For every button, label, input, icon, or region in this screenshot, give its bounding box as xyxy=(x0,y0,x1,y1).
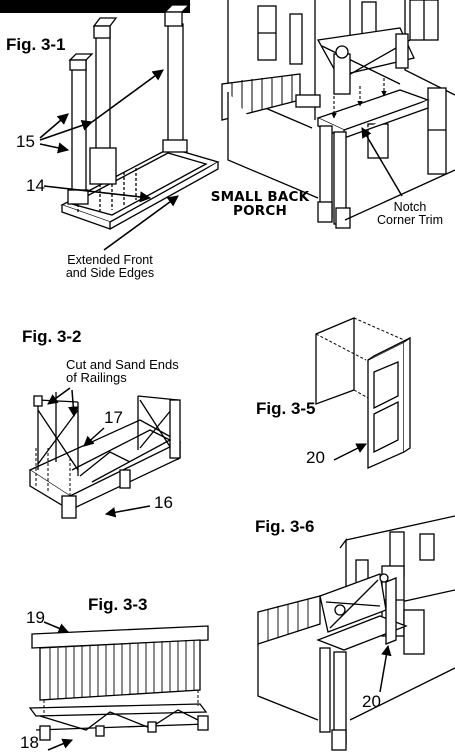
part-14-label: 14 xyxy=(26,176,45,195)
fig-3-2-arrows xyxy=(47,387,151,518)
notch-corner-trim-line-1: Notch xyxy=(393,200,427,214)
fig-3-6-title: Fig. 3-6 xyxy=(255,517,315,536)
small-back-porch-line-2: PORCH xyxy=(233,203,287,220)
extended-edges-line-2: and Side Edges xyxy=(65,266,155,281)
small-back-porch-label: SMALL BACK PORCH xyxy=(206,189,314,220)
cut-and-sand-line-2: of Railings xyxy=(66,370,127,385)
fig-3-1-title: Fig. 3-1 xyxy=(6,35,66,54)
part-19-label: 19 xyxy=(26,608,45,627)
fig-3-3-title: Fig. 3-3 xyxy=(88,595,148,614)
part-15-label: 15 xyxy=(16,132,35,151)
fig-3-6-drawing xyxy=(257,515,455,751)
fig-3-5-title: Fig. 3-5 xyxy=(256,399,316,418)
part-18-label: 18 xyxy=(20,733,39,752)
fig-3-3-arrows xyxy=(43,621,73,751)
fig-3-5-arrows xyxy=(333,443,367,461)
extended-edges-line-1: Extended Front xyxy=(67,253,153,267)
fig-3-1-arrows xyxy=(39,69,179,251)
cut-and-sand-line-1: Cut and Sand Ends xyxy=(66,357,179,372)
fig-3-3-drawing xyxy=(28,625,209,741)
fig-3-5-drawing xyxy=(315,317,411,470)
small-back-porch-line-1: SMALL BACK xyxy=(210,189,310,205)
part-20-label-fig-3-5: 20 xyxy=(306,448,325,467)
fig-3-6-arrows xyxy=(379,644,392,693)
fig-3-1-drawing xyxy=(0,0,220,230)
fig-3-2-drawing xyxy=(28,392,182,519)
fig-3-2-title: Fig. 3-2 xyxy=(22,327,82,346)
notch-corner-trim-line-2: Corner Trim xyxy=(377,213,443,228)
part-20-label-fig-3-6: 20 xyxy=(362,692,381,711)
cut-and-sand-note: Cut and Sand Ends of Railings xyxy=(66,358,179,384)
part-17-label: 17 xyxy=(104,408,123,427)
extended-edges-note: Extended Front and Side Edges xyxy=(56,253,164,281)
porch-drawing xyxy=(221,0,455,229)
part-16-label: 16 xyxy=(154,493,173,512)
porch-arrows xyxy=(331,78,403,197)
notch-corner-trim-note: Notch Corner Trim xyxy=(366,200,454,228)
